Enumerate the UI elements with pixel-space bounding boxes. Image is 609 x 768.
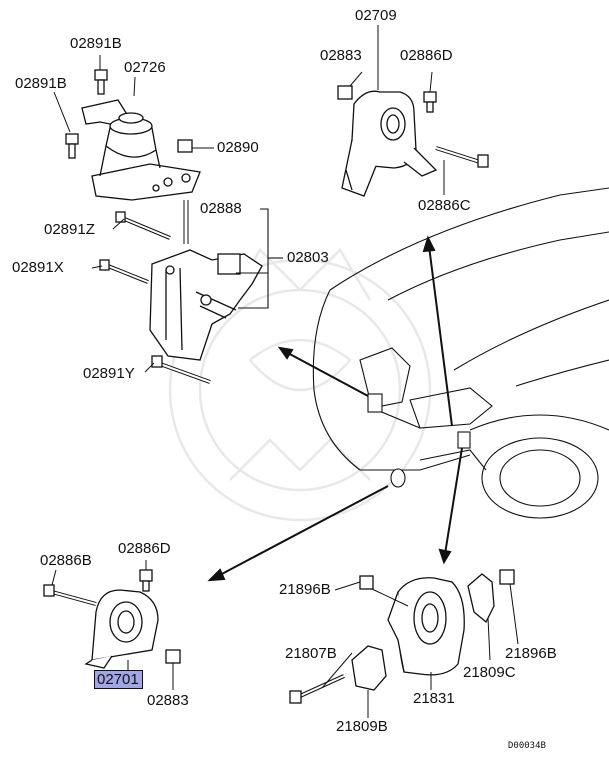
label-02726: 02726 — [124, 59, 166, 76]
label-02701-highlighted: 02701 — [94, 670, 143, 689]
label-02709: 02709 — [355, 7, 397, 24]
label-02891B-top: 02891B — [70, 35, 122, 52]
label-21807B: 21807B — [285, 645, 337, 662]
engine-mount-upper-left — [65, 69, 201, 284]
label-02891X: 02891X — [12, 259, 64, 276]
mount-bracket-02803 — [149, 249, 263, 384]
vehicle-outline — [312, 187, 609, 519]
mount-assembly-21831 — [289, 569, 515, 704]
direction-arrows — [207, 235, 463, 582]
label-02888: 02888 — [200, 200, 242, 217]
engine-mount-02709 — [337, 85, 489, 197]
label-21809C: 21809C — [463, 664, 516, 681]
label-02803: 02803 — [287, 249, 329, 266]
label-02886D-bottom: 02886D — [118, 540, 171, 557]
label-21831: 21831 — [413, 690, 455, 707]
label-02886B: 02886B — [40, 552, 92, 569]
label-02886C: 02886C — [418, 197, 471, 214]
label-02883-bottom: 02883 — [147, 692, 189, 709]
label-02890: 02890 — [217, 139, 259, 156]
label-21896B-left: 21896B — [279, 581, 331, 598]
bracket-02803-callout-lines — [236, 208, 283, 309]
label-02891B-left: 02891B — [15, 75, 67, 92]
engine-mount-02701 — [43, 569, 181, 669]
watermark-emblem — [168, 247, 432, 522]
label-21896B-right: 21896B — [505, 645, 557, 662]
label-02891Y: 02891Y — [83, 365, 135, 382]
label-02883-top: 02883 — [320, 47, 362, 64]
label-21809B: 21809B — [336, 718, 388, 735]
diagram-code: D00034B — [508, 741, 546, 751]
label-02891Z: 02891Z — [44, 221, 95, 238]
label-02886D-top: 02886D — [400, 47, 453, 64]
